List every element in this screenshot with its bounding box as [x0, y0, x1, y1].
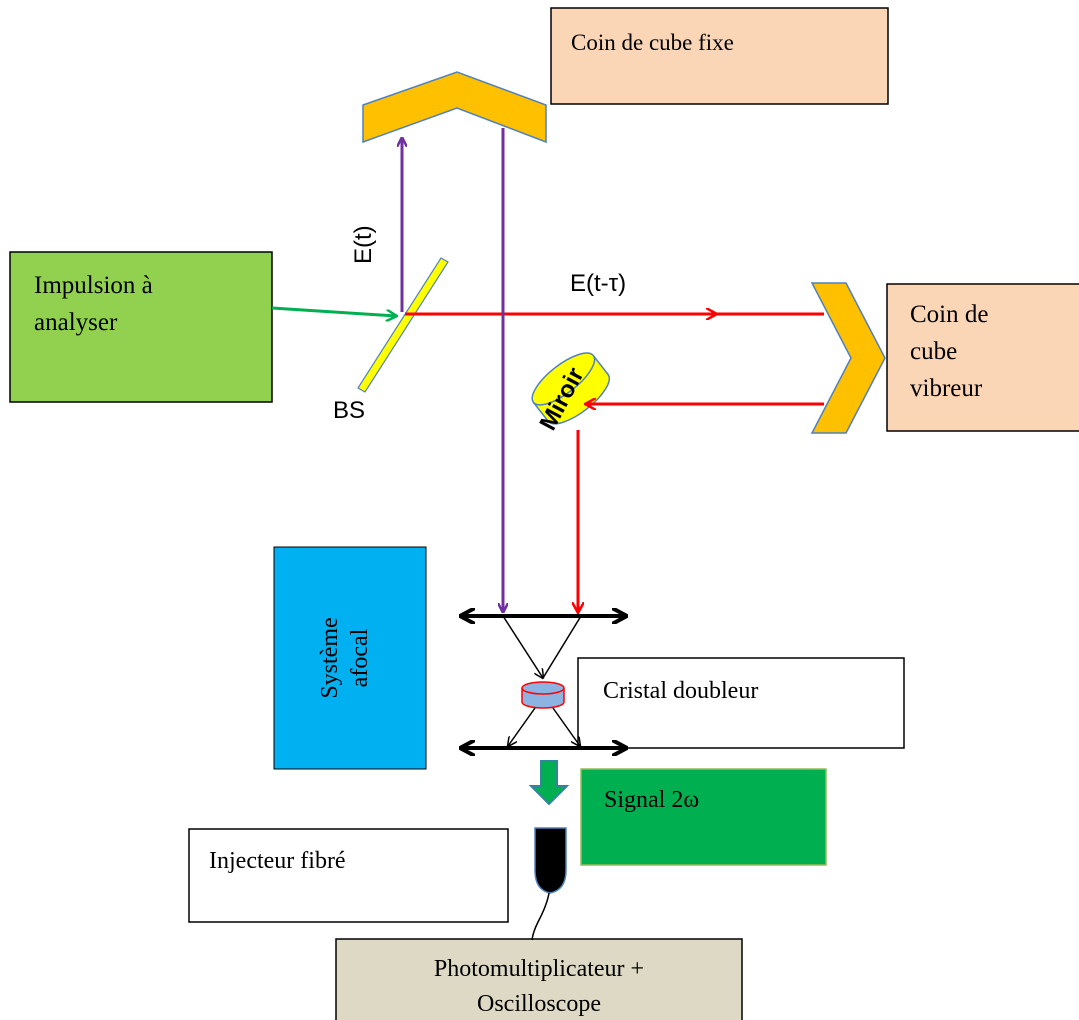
- field-e-t-tau-label: E(t-τ): [570, 270, 626, 297]
- fixed-cube-corner-reflector: [362, 71, 547, 144]
- afocal-system-label-line1: Système: [317, 617, 343, 698]
- signal-2w-group: Signal 2ω: [580, 768, 827, 866]
- input-pulse-label-line1: Impulsion à: [34, 272, 153, 299]
- photomultiplier-box: [335, 938, 743, 1020]
- input-pulse-box: [9, 251, 273, 403]
- vibrating-cube-label-box: Coin de cube vibreur: [886, 283, 1079, 432]
- diverge-ray-left: [508, 707, 536, 746]
- photomultiplier-label-line1: Photomultiplicateur +: [434, 956, 644, 982]
- diverge-ray-right: [552, 707, 580, 746]
- vibrating-cube-box: [886, 283, 1079, 432]
- focus-ray-left: [502, 615, 543, 678]
- afocal-system-group: Système afocal: [273, 546, 427, 770]
- fiber-cable: [531, 892, 550, 941]
- signal-arrow-icon: [528, 760, 570, 806]
- input-beam: [271, 306, 396, 316]
- doubling-crystal-label-group: Cristal doubleur: [577, 657, 905, 749]
- doubling-crystal-label: Cristal doubleur: [603, 678, 758, 704]
- fixed-cube-corner-label-box: Coin de cube fixe: [550, 7, 889, 105]
- vibrating-cube-label-line1: Coin de: [910, 301, 988, 328]
- photomultiplier-group: Photomultiplicateur + Oscilloscope: [335, 938, 743, 1020]
- mirror-top: [531, 352, 596, 406]
- doubling-crystal-box: [577, 657, 905, 749]
- focus-ray-right: [542, 615, 582, 679]
- crystal-top: [521, 681, 565, 695]
- photomultiplier-label-line2: Oscilloscope: [477, 991, 601, 1017]
- fiber-injector-label-group: Injecteur fibré: [188, 828, 509, 923]
- afocal-system-box: [273, 546, 427, 770]
- signal-2w-label: Signal 2ω: [604, 787, 699, 813]
- input-pulse-box-group: Impulsion à analyser: [9, 251, 273, 403]
- doubling-crystal: [521, 681, 565, 709]
- vibrating-cube-corner-reflector: [810, 282, 886, 434]
- beam-splitter-label: BS: [333, 397, 365, 424]
- signal-2w-box: [580, 768, 827, 866]
- vibrating-cube-label-line3: vibreur: [910, 375, 983, 402]
- fixed-cube-box: [550, 7, 889, 105]
- fixed-cube-label: Coin de cube fixe: [571, 30, 734, 55]
- fiber-injector-icon: [534, 827, 567, 894]
- afocal-system-label-line2: afocal: [347, 628, 373, 687]
- field-e-t-label: E(t): [350, 225, 377, 264]
- input-pulse-label-line2: analyser: [34, 309, 118, 336]
- vibrating-cube-label-line2: cube: [910, 338, 957, 365]
- fiber-injector-box: [188, 828, 509, 923]
- fiber-injector-label: Injecteur fibré: [209, 848, 346, 874]
- beam-splitter: [357, 257, 449, 393]
